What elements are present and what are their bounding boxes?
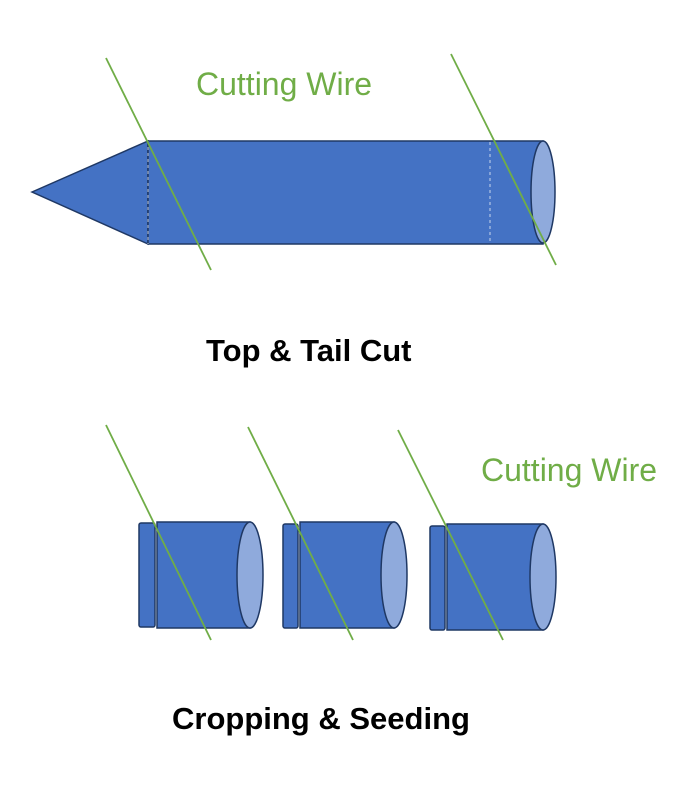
segment-body-3	[446, 523, 544, 631]
segment-body-2	[299, 521, 395, 629]
cutting-wire-label-bottom: Cutting Wire	[481, 452, 657, 488]
seed-slice-1	[138, 522, 156, 628]
segment-end-face-2	[380, 521, 408, 629]
cutting-wire-top-left	[105, 57, 212, 271]
cutting-wire-bottom-3	[397, 429, 504, 641]
cutting-wire-bottom-1	[105, 424, 212, 641]
seed-slice-3	[429, 525, 446, 631]
top-tail-cut-group: Cutting Wire Top & Tail Cut	[30, 53, 557, 368]
seed-slice-2	[282, 523, 299, 629]
cutting-wire-label-top: Cutting Wire	[196, 66, 372, 102]
top-tail-cut-caption: Top & Tail Cut	[206, 333, 411, 368]
ingot-body	[147, 140, 544, 245]
ingot-segment-3	[429, 523, 557, 631]
segment-end-face-1	[236, 521, 264, 629]
cropping-seeding-caption: Cropping & Seeding	[172, 701, 470, 736]
ingot-segment-2	[282, 521, 408, 629]
ingot-segment-1	[138, 521, 264, 629]
cutting-wire-top-right	[450, 53, 557, 266]
segment-body-1	[156, 521, 251, 629]
ingot-cone-tip	[30, 139, 149, 246]
cropping-seeding-group: Cutting Wire Cropping & Seeding	[105, 424, 657, 736]
cutting-wire-bottom-2	[247, 426, 354, 641]
segment-end-face-3	[529, 523, 557, 631]
ingot-end-face	[530, 140, 556, 244]
